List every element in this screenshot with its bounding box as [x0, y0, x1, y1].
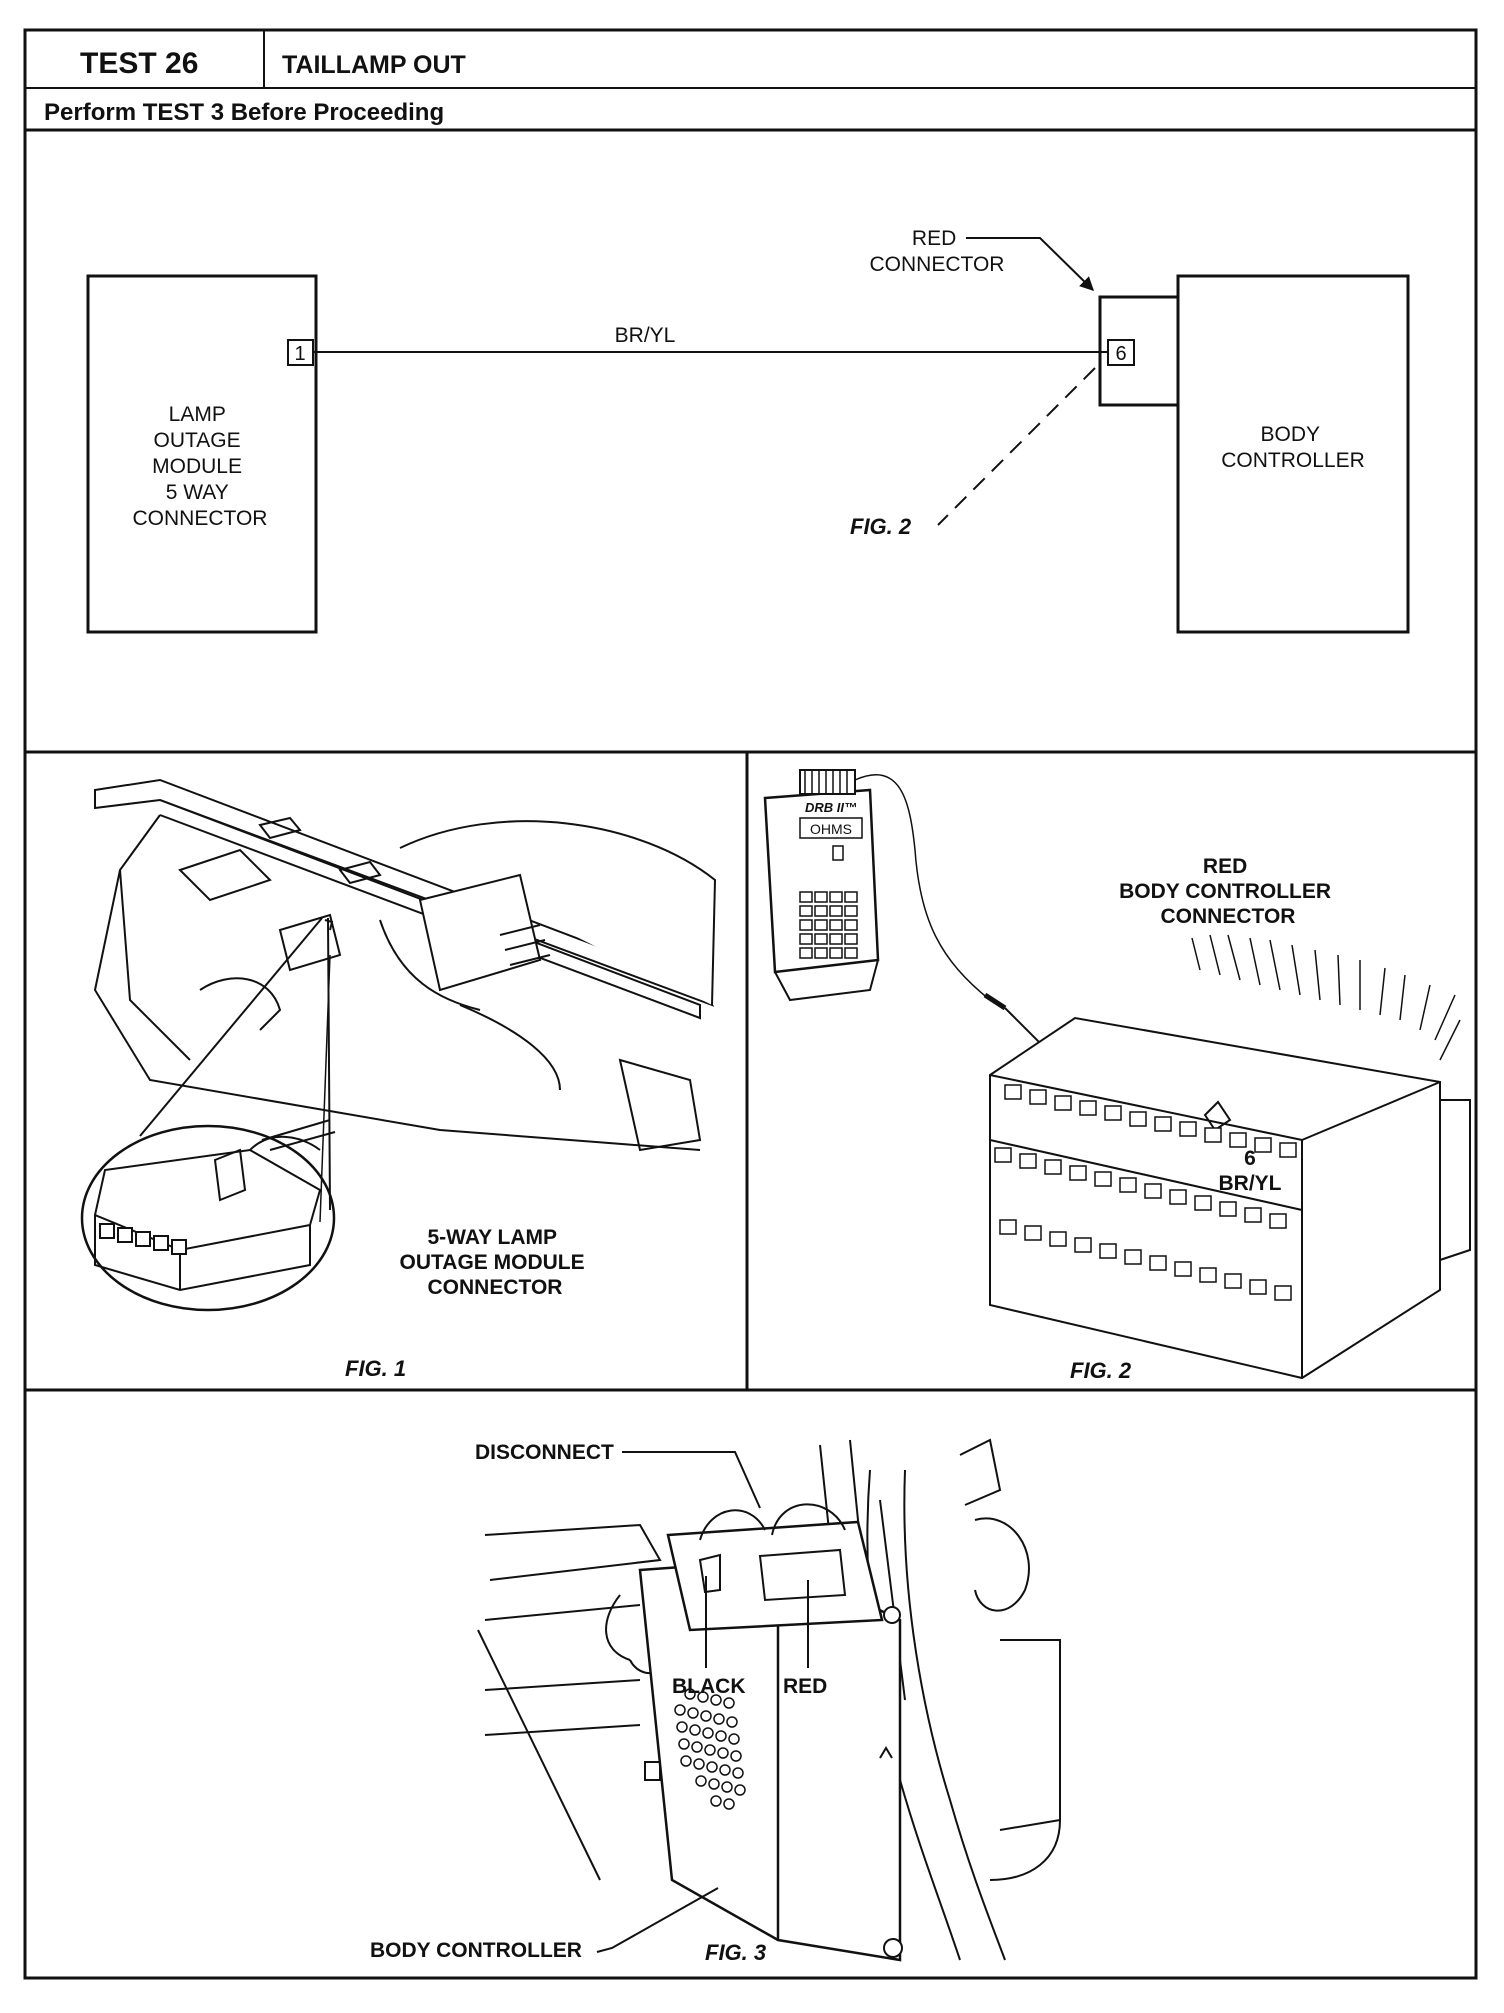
- fig2-caption: FIG. 2: [1070, 1358, 1132, 1383]
- body-controller-leader: [596, 1887, 719, 1953]
- prerequisite-note: Perform TEST 3 Before Proceeding: [44, 99, 444, 126]
- fig1-connector-callout: 5-WAY LAMP OUTAGE MODULE CONNECTOR: [400, 1226, 591, 1299]
- lamp-module-pin-box: [287, 339, 314, 366]
- schematic-fig2-ref: FIG. 2: [850, 514, 912, 539]
- meter-mode: OHMS: [810, 821, 852, 837]
- red-connector-callout: RED CONNECTOR: [870, 227, 1005, 276]
- test-title: TAILLAMP OUT: [282, 51, 466, 79]
- fig3-illustration: [477, 1438, 1061, 1961]
- lamp-outage-module-label: LAMP OUTAGE MODULE 5 WAY CONNECTOR: [133, 403, 268, 530]
- wire-color-label: BR/YL: [615, 324, 676, 347]
- fig2-body-controller-connector: [989, 934, 1471, 1380]
- meter-keypad: [799, 891, 858, 959]
- lamp-module-pin-number: 1: [294, 343, 305, 365]
- meter-brand: DRB II™: [805, 800, 857, 815]
- page-frame: [23, 28, 1478, 1980]
- black-connector-label: BLACK: [672, 1675, 746, 1698]
- body-controller-label: BODY CONTROLLER: [1221, 423, 1365, 472]
- fig1-5-way-cavities: [99, 1223, 187, 1255]
- fig2-connector-callout: RED BODY CONTROLLER CONNECTOR: [1119, 855, 1337, 928]
- body-controller-pin-number: 6: [1115, 343, 1126, 365]
- body-controller-pin-box: [1107, 339, 1135, 366]
- meter-test-lead: [854, 774, 991, 1001]
- wiring-schematic: LAMP OUTAGE MODULE 5 WAY CONNECTOR 1 BR/…: [86, 227, 1410, 634]
- meter-probe: [983, 992, 1007, 1011]
- fig2-connector-cavities: [994, 1084, 1297, 1301]
- test-number: TEST 26: [80, 47, 198, 80]
- fig2-wire-color: BR/YL: [1219, 1172, 1282, 1195]
- fig2-leader-dashed: [937, 367, 1096, 526]
- fig3-caption: FIG. 3: [705, 1940, 766, 1965]
- fig1-connector-zoom: [80, 917, 336, 1312]
- red-connector-label: RED: [783, 1675, 827, 1698]
- disconnect-label: DISCONNECT: [475, 1441, 614, 1464]
- meter-display: [799, 817, 863, 839]
- red-connector-arrow: [966, 237, 1094, 291]
- fig2-pin-number: 6: [1244, 1147, 1256, 1170]
- lamp-outage-module-box: [86, 274, 318, 634]
- fig3-body-controller-label: BODY CONTROLLER: [370, 1939, 582, 1962]
- fig3-vent-holes: [674, 1688, 746, 1810]
- disconnect-leader: [622, 1451, 761, 1509]
- fig2-drb-meter: DRB II™ OHMS: [763, 769, 880, 1002]
- fig1-caption: FIG. 1: [345, 1356, 406, 1381]
- body-controller-box: [1176, 274, 1410, 634]
- fig3-body-controller-module: [638, 1503, 903, 1962]
- fig1-dash-illustration: [93, 778, 717, 1152]
